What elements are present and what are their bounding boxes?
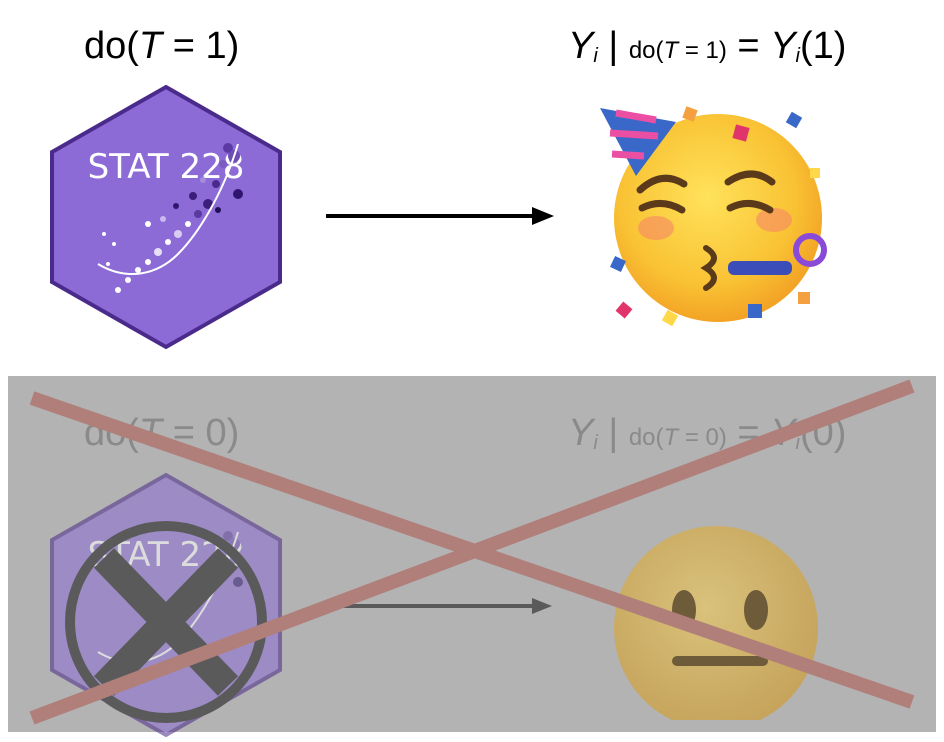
do-subscript: do(T = 1) bbox=[628, 37, 727, 64]
y-symbol: Y bbox=[568, 412, 594, 454]
arrow-right-bottom bbox=[336, 598, 552, 614]
stat228-hex-logo-bottom: STAT 228 bbox=[50, 472, 282, 738]
intervention-label-top: do(T = 1) bbox=[84, 27, 239, 65]
stat228-hex-logo-top: STAT 228 bbox=[50, 84, 282, 350]
i-subscript-2: i bbox=[795, 432, 800, 454]
no-symbol-icon bbox=[65, 521, 267, 723]
i-subscript-2: i bbox=[795, 45, 800, 67]
treatment-var: T bbox=[138, 25, 163, 67]
do-prefix: do( bbox=[84, 25, 139, 67]
scatter-plot-icon bbox=[97, 143, 243, 293]
do-subscript: do(T = 0) bbox=[628, 424, 727, 451]
crossed-out-overlay bbox=[29, 379, 915, 725]
outcome-label-top: Yi | do(T = 1) = Yi(1) bbox=[568, 27, 846, 66]
do-rest: = 1) bbox=[162, 25, 240, 67]
equals: = bbox=[726, 25, 771, 67]
y-symbol: Y bbox=[568, 25, 594, 67]
party-face-emoji bbox=[600, 106, 827, 327]
y-symbol-2: Y bbox=[770, 25, 796, 67]
bar: | bbox=[597, 25, 629, 67]
i-subscript: i bbox=[593, 432, 598, 454]
bar: | bbox=[597, 412, 629, 454]
arrow-right-top bbox=[326, 207, 554, 225]
potential-outcome-value: (1) bbox=[800, 25, 847, 67]
hex-text: STAT 228 bbox=[88, 147, 245, 187]
i-subscript: i bbox=[593, 45, 598, 67]
